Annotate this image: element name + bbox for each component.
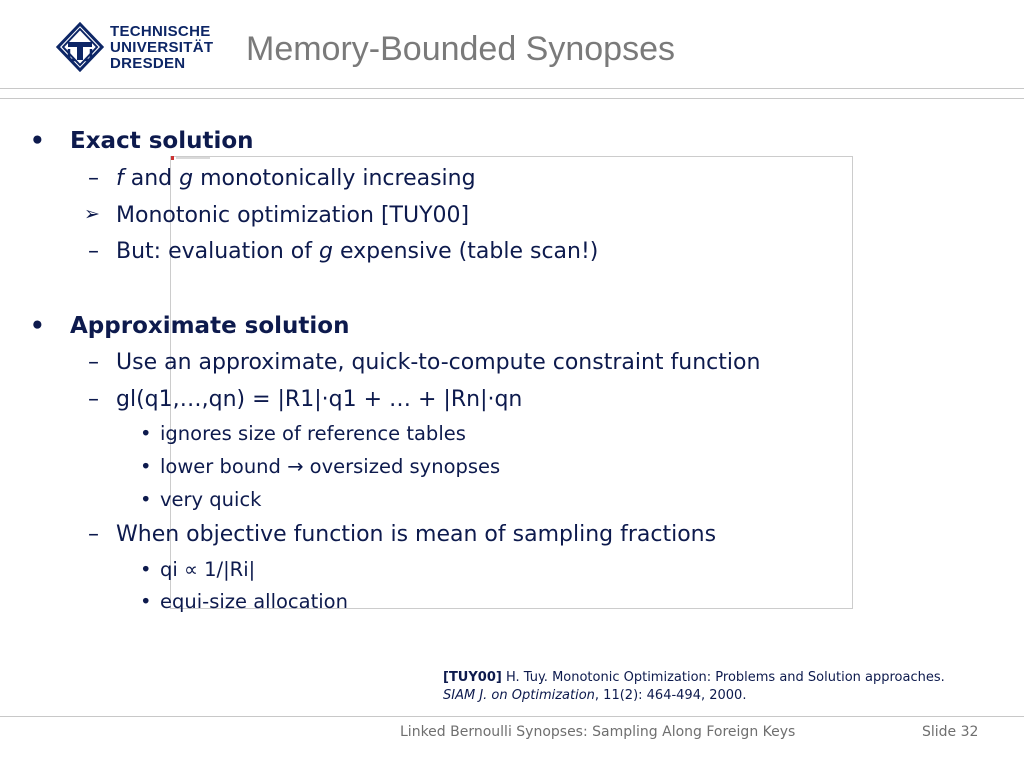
bullet-marker: • <box>140 455 152 478</box>
reference-tag: [TUY00] <box>443 670 502 685</box>
reference-journal: SIAM J. on Optimization <box>443 688 595 703</box>
logo-line: UNIVERSITÄT <box>110 39 214 56</box>
bullet-marker: • <box>140 558 152 581</box>
list-item: f and g monotonically increasing <box>116 166 476 191</box>
dash-marker: – <box>88 166 99 191</box>
bullet-marker: • <box>140 488 152 511</box>
bullet-marker: • <box>140 590 152 613</box>
sub-item: ignores size of reference tables <box>160 422 466 445</box>
sub-item: lower bound → oversized synopses <box>160 455 501 478</box>
tu-emblem-icon <box>55 21 105 73</box>
sub-item: qi ∝ 1/|Ri| <box>160 558 256 581</box>
header-divider <box>0 88 1024 89</box>
tu-dresden-logo: TECHNISCHE UNIVERSITÄT DRESDEN <box>55 21 226 76</box>
bullet-marker: • <box>30 128 45 154</box>
sub-item: very quick <box>160 488 262 511</box>
dash-marker: – <box>88 239 99 264</box>
arrow-bullet-icon: ➢ <box>84 203 100 225</box>
dash-marker: – <box>88 350 99 375</box>
slide-title: Memory-Bounded Synopses <box>246 30 676 68</box>
footer-title: Linked Bernoulli Synopses: Sampling Alon… <box>400 724 796 740</box>
bullet-marker: • <box>30 313 45 339</box>
reference-line: SIAM J. on Optimization, 11(2): 464-494,… <box>443 688 747 703</box>
slide-number: Slide 32 <box>922 724 979 740</box>
list-item: But: evaluation of g expensive (table sc… <box>116 239 599 264</box>
section-heading: Exact solution <box>70 128 254 154</box>
reference-line: [TUY00] H. Tuy. Monotonic Optimization: … <box>443 670 945 685</box>
logo-line: TECHNISCHE <box>110 23 211 40</box>
dash-marker: – <box>88 522 99 547</box>
list-item: Use an approximate, quick-to-compute con… <box>116 350 761 375</box>
formula: gl(q1,…,qn) = |R1|·q1 + … + |Rn|·qn <box>116 387 523 412</box>
frame-corner-mark <box>171 156 210 160</box>
header-divider <box>0 98 1024 99</box>
logo-line: DRESDEN <box>110 55 186 72</box>
logo-text: TECHNISCHE UNIVERSITÄT DRESDEN <box>110 24 213 72</box>
reference-citation: [TUY00] H. Tuy. Monotonic Optimization: … <box>443 669 945 705</box>
embedded-object-frame <box>170 156 853 609</box>
bullet-marker: • <box>140 422 152 445</box>
formula-item: gl(q1,…,qn) = |R1|·q1 + … + |Rn|·qn <box>116 387 522 412</box>
list-item: Monotonic optimization [TUY00] <box>116 203 470 228</box>
dash-marker: – <box>88 387 99 412</box>
section-heading: Approximate solution <box>70 313 350 339</box>
footer-divider <box>0 716 1024 717</box>
list-item: When objective function is mean of sampl… <box>116 522 717 547</box>
sub-item: equi-size allocation <box>160 590 348 613</box>
slide-header: TECHNISCHE UNIVERSITÄT DRESDEN Memory-Bo… <box>0 0 1024 100</box>
